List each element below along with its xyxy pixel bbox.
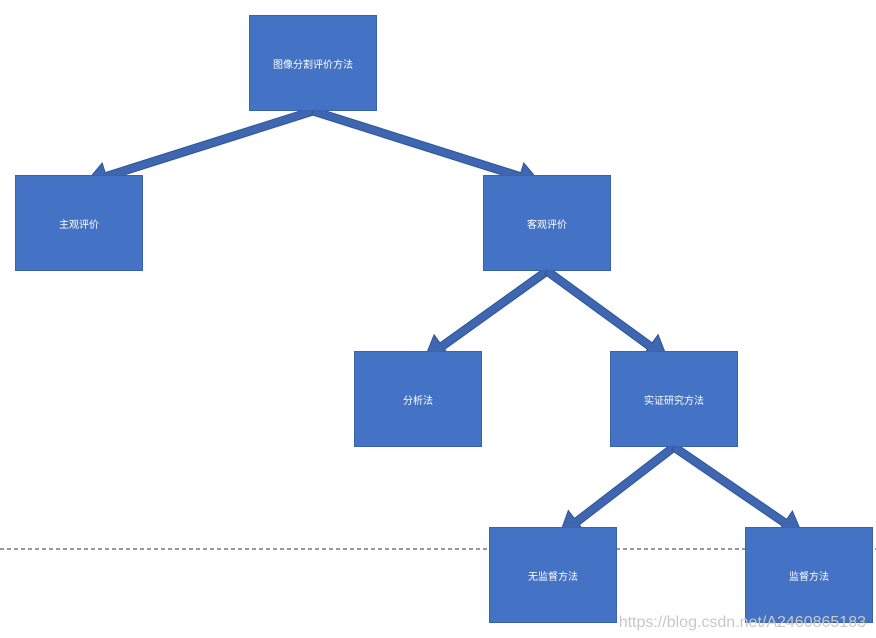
arrow-objective-to-analytical (423, 267, 550, 360)
node-label: 监督方法 (789, 571, 829, 583)
arrow-empirical-to-unsupervised (558, 443, 678, 536)
node-label: 图像分割评价方法 (273, 59, 353, 71)
node-empirical-method[interactable]: 实证研究方法 (610, 351, 738, 447)
node-unsupervised-method[interactable]: 无监督方法 (489, 527, 617, 623)
node-objective-evaluation[interactable]: 客观评价 (483, 175, 611, 271)
node-analytical-method[interactable]: 分析法 (354, 351, 482, 447)
watermark-url: https://blog.csdn.net/A2460865183 (618, 614, 866, 631)
node-label: 主观评价 (59, 219, 99, 231)
node-label: 客观评价 (527, 219, 567, 231)
arrows-layer (84, 106, 804, 536)
node-supervised-method[interactable]: 监督方法 (745, 527, 873, 623)
node-label: 无监督方法 (528, 571, 578, 583)
node-label: 实证研究方法 (644, 395, 704, 407)
node-image-segmentation-evaluation[interactable]: 图像分割评价方法 (249, 15, 377, 111)
node-label: 分析法 (403, 395, 433, 407)
arrow-empirical-to-supervised (671, 443, 804, 536)
arrow-objective-to-empirical (543, 267, 669, 360)
node-subjective-evaluation[interactable]: 主观评价 (15, 175, 143, 271)
